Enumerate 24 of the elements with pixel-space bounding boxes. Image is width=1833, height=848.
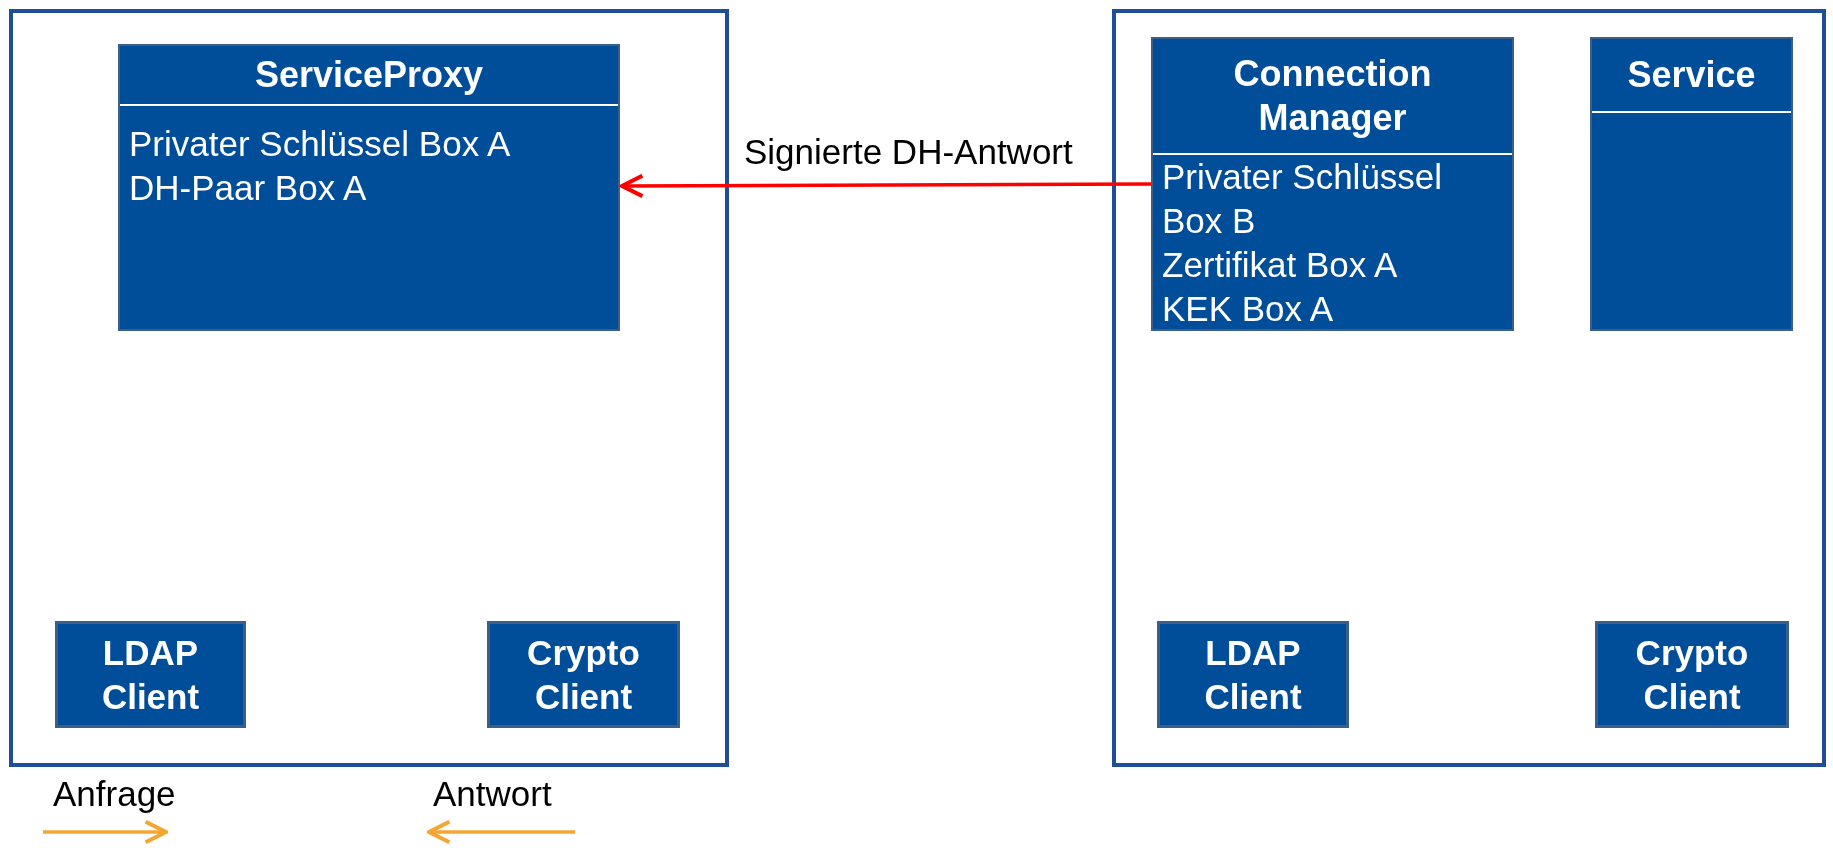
- arrow: [619, 173, 1151, 199]
- component-label: LDAP Client: [1203, 631, 1303, 718]
- component-box: [55, 621, 246, 728]
- container-frame: [1112, 9, 1826, 767]
- panel-title: Service: [1627, 53, 1756, 97]
- panel-title: ServiceProxy: [254, 53, 484, 97]
- component-box: [1157, 621, 1349, 728]
- component-box: [487, 621, 680, 728]
- component-panel: [1151, 37, 1514, 331]
- container-frame: [9, 9, 729, 767]
- component-label: LDAP Client: [100, 631, 201, 718]
- component-panel: [1590, 37, 1793, 331]
- component-label: Crypto Client: [526, 631, 641, 718]
- panel-text: Zertifikat Box A: [1162, 244, 1399, 286]
- legend-label: Antwort: [433, 774, 552, 814]
- panel-text: Privater Schlüssel Box A: [129, 123, 512, 165]
- component-box: [1595, 621, 1789, 728]
- panel-text: DH-Paar Box A: [129, 167, 368, 209]
- component-label: Crypto Client: [1634, 631, 1750, 718]
- panel-text: Privater Schlüssel Box B: [1162, 156, 1444, 242]
- component-panel: [118, 44, 620, 331]
- panel-title: Connection Manager: [1232, 52, 1433, 140]
- legend-label: Anfrage: [53, 774, 176, 814]
- panel-text: KEK Box A: [1162, 288, 1335, 330]
